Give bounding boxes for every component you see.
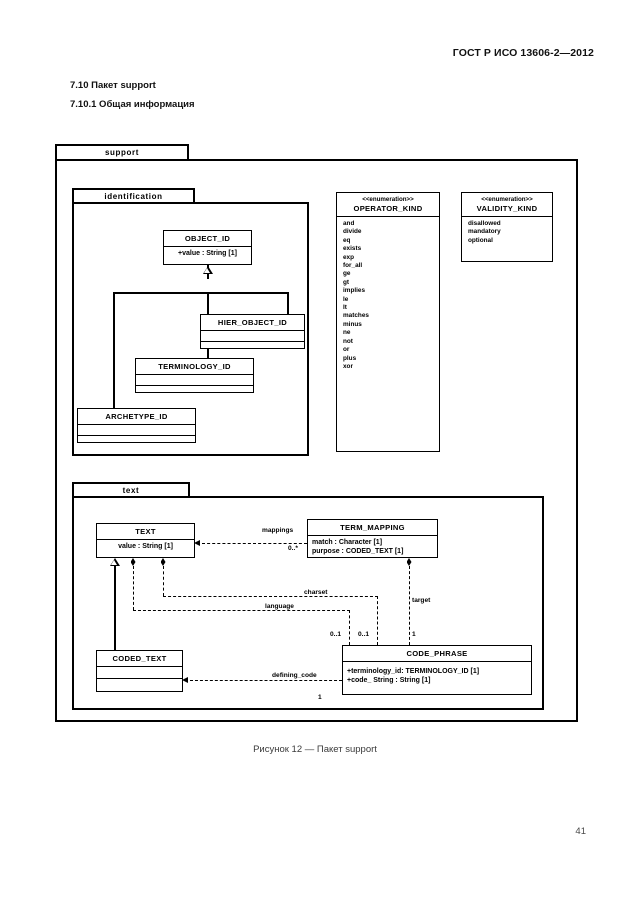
class-text-name: TEXT (97, 524, 194, 540)
class-archetype-id-attrs (78, 425, 195, 436)
class-code-phrase-name: CODE_PHRASE (343, 646, 531, 662)
operator-kind-literal: matches (343, 312, 369, 320)
operator-kind-literal: divide (343, 228, 362, 236)
class-code-phrase-attr-1: +code_ String : String [1] (347, 677, 431, 684)
class-hier-object-id-name: HIER_OBJECT_ID (201, 315, 304, 331)
operator-kind-literal: ge (343, 270, 351, 278)
operator-kind-literal: le (343, 295, 349, 303)
class-terminology-id-ops (136, 386, 253, 397)
assoc-diamond-charset (160, 558, 166, 566)
enumeration-validity-kind[interactable]: <<enumeration>> VALIDITY_KIND disallowed… (461, 192, 553, 262)
assoc-label-defining-code: defining_code (272, 672, 317, 679)
operator-kind-literal: and (343, 220, 355, 227)
operator-kind-literal: or (343, 346, 350, 354)
class-coded-text-name: CODED_TEXT (97, 651, 182, 667)
operator-kind-literal: xor (343, 362, 353, 370)
assoc-label-target: target (412, 597, 431, 604)
class-code-phrase-attr-0: +terminology_id: TERMINOLOGY_ID [1] (347, 668, 480, 675)
assoc-line-target (409, 566, 410, 645)
figure-caption: Рисунок 12 — Пакет support (253, 744, 377, 755)
validity-kind-literal: optional (468, 236, 493, 244)
generalization-branch-archetype (113, 292, 115, 409)
class-archetype-id[interactable]: ARCHETYPE_ID (77, 408, 196, 443)
class-term-mapping-name: TERM_MAPPING (308, 520, 437, 536)
assoc-arrow-defining-code (182, 676, 188, 683)
class-term-mapping-attr-1: purpose : CODED_TEXT [1] (312, 548, 404, 555)
class-term-mapping-attrs: match : Character [1] purpose : CODED_TE… (308, 536, 437, 558)
subsection-title: 7.10.1 Общая информация (70, 99, 195, 110)
operator-kind-literal: exists (343, 245, 362, 253)
assoc-line-charset-v1 (163, 566, 164, 596)
operator-kind-literal: plus (343, 354, 357, 362)
assoc-line-language-v2 (349, 610, 350, 645)
operator-kind-literal: not (343, 337, 353, 345)
generalization-line-coded-text (114, 566, 116, 650)
document-header: ГОСТ Р ИСО 13606-2—2012 (452, 47, 594, 59)
assoc-diamond-language (130, 558, 136, 566)
enumeration-validity-kind-header: <<enumeration>> VALIDITY_KIND (462, 193, 552, 217)
operator-kind-literal: lt (343, 304, 347, 312)
class-code-phrase-attrs: +terminology_id: TERMINOLOGY_ID [1] +cod… (343, 662, 531, 687)
class-term-mapping[interactable]: TERM_MAPPING match : Character [1] purpo… (307, 519, 438, 558)
assoc-line-defining-code (190, 680, 342, 681)
class-object-id[interactable]: OBJECT_ID +value : String [1] (163, 230, 252, 265)
assoc-mult-charset: 0..1 (358, 631, 369, 638)
generalization-arrow-fill (204, 268, 211, 274)
class-archetype-id-name: ARCHETYPE_ID (78, 409, 195, 425)
assoc-arrow-mappings (194, 539, 200, 546)
class-terminology-id-attrs (136, 375, 253, 386)
assoc-label-language: language (265, 603, 294, 610)
enumeration-validity-kind-name: VALIDITY_KIND (476, 203, 538, 213)
operator-kind-literal: for_all (343, 262, 363, 270)
class-text[interactable]: TEXT value : String [1] (96, 523, 195, 558)
assoc-line-mappings (202, 543, 307, 544)
generalization-arrow-coded-text-fill (111, 560, 118, 566)
class-coded-text[interactable]: CODED_TEXT (96, 650, 183, 692)
section-title: 7.10 Пакет support (70, 80, 156, 91)
class-object-id-attr-0: +value : String [1] (178, 250, 237, 257)
assoc-mult-defining-code: 1 (318, 694, 322, 701)
assoc-line-language-h (133, 610, 350, 611)
assoc-line-language-v1 (133, 566, 134, 610)
assoc-diamond-target (406, 558, 412, 566)
class-term-mapping-attr-0: match : Character [1] (312, 539, 383, 546)
operator-kind-literal: implies (343, 287, 366, 295)
enumeration-operator-kind-header: <<enumeration>> OPERATOR_KIND (337, 193, 439, 217)
operator-kind-literal: gt (343, 278, 350, 286)
class-hier-object-id-ops (201, 342, 304, 353)
validity-kind-literal: disallowed (468, 220, 501, 227)
assoc-line-charset-v2 (377, 596, 378, 645)
class-archetype-id-ops (78, 436, 195, 447)
generalization-crossbar (113, 292, 287, 294)
class-terminology-id[interactable]: TERMINOLOGY_ID (135, 358, 254, 393)
operator-kind-literal: eq (343, 236, 351, 244)
operator-kind-literal: ne (343, 329, 351, 337)
assoc-mult-language: 0..1 (330, 631, 341, 638)
operator-kind-literal: minus (343, 320, 362, 328)
page-number: 41 (575, 826, 586, 837)
enumeration-operator-kind-stereotype: <<enumeration>> (362, 196, 414, 203)
operator-kind-literal: exp (343, 253, 355, 261)
class-text-attr-0: value : String [1] (118, 543, 173, 550)
assoc-mult-target: 1 (412, 631, 416, 638)
class-object-id-name: OBJECT_ID (164, 231, 251, 247)
assoc-mult-mappings: 0..* (288, 545, 298, 552)
generalization-branch-hier (287, 292, 289, 314)
enumeration-validity-kind-stereotype: <<enumeration>> (481, 196, 533, 203)
class-hier-object-id-attrs (201, 331, 304, 342)
validity-kind-literal: mandatory (468, 228, 501, 236)
class-coded-text-ops (97, 679, 182, 692)
class-terminology-id-name: TERMINOLOGY_ID (136, 359, 253, 375)
class-code-phrase[interactable]: CODE_PHRASE +terminology_id: TERMINOLOGY… (342, 645, 532, 695)
class-hier-object-id[interactable]: HIER_OBJECT_ID (200, 314, 305, 349)
assoc-line-charset-h (163, 596, 378, 597)
assoc-label-mappings: mappings (262, 527, 294, 534)
enumeration-operator-kind-name: OPERATOR_KIND (353, 203, 423, 213)
assoc-label-charset: charset (304, 589, 328, 596)
class-coded-text-attrs (97, 667, 182, 679)
